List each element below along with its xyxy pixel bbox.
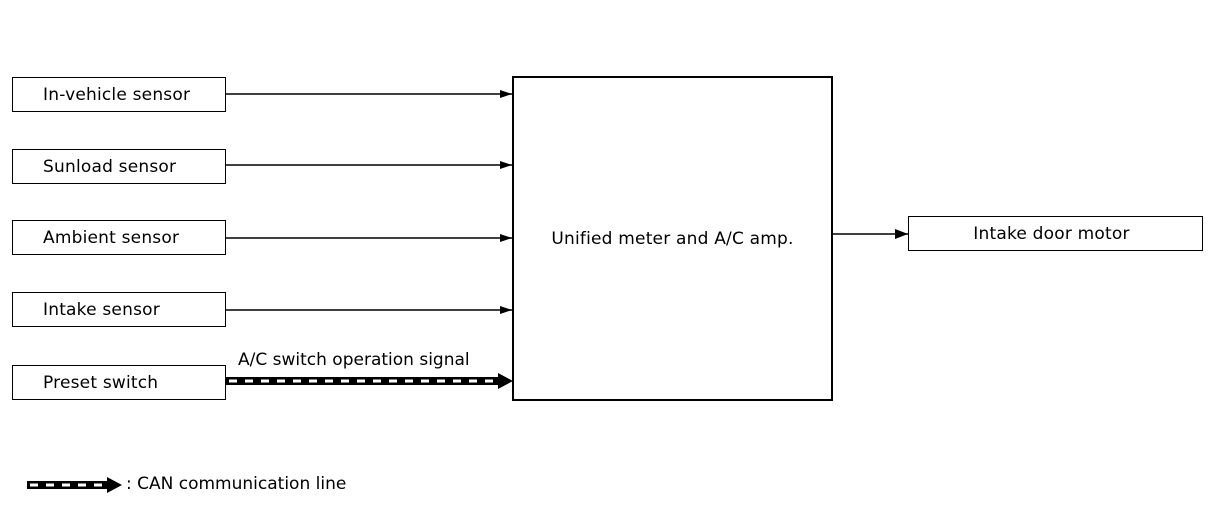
intake-door-motor-arrow xyxy=(895,229,908,239)
ambient-sensor-box: Ambient sensor xyxy=(12,220,226,255)
in-vehicle-sensor-box: In-vehicle sensor xyxy=(12,77,226,112)
preset-switch-label: Preset switch xyxy=(43,372,159,393)
sunload-sensor-box: Sunload sensor xyxy=(12,149,226,184)
intake-sensor-box: Intake sensor xyxy=(12,292,226,327)
intake-sensor-label: Intake sensor xyxy=(43,299,160,320)
preset-switch-box: Preset switch xyxy=(12,365,226,400)
legend-can-line-icon xyxy=(27,477,122,493)
ambient-sensor-arrow xyxy=(500,234,512,242)
preset-switch-can-line xyxy=(226,373,513,389)
sunload-sensor-label: Sunload sensor xyxy=(43,156,177,177)
in-vehicle-sensor-label: In-vehicle sensor xyxy=(43,84,191,105)
ac-switch-operation-signal-label: A/C switch operation signal xyxy=(238,350,470,370)
intake-door-motor-box: Intake door motor xyxy=(908,216,1203,251)
unified-meter-ac-amp-box: Unified meter and A/C amp. xyxy=(512,76,833,401)
legend-can-line-text: : CAN communication line xyxy=(126,474,347,494)
unified-meter-ac-amp-label: Unified meter and A/C amp. xyxy=(551,228,794,249)
sunload-sensor-arrow xyxy=(500,161,512,169)
ambient-sensor-label: Ambient sensor xyxy=(43,227,180,248)
in-vehicle-sensor-arrow xyxy=(500,90,512,98)
intake-door-motor-label: Intake door motor xyxy=(973,223,1130,244)
intake-sensor-arrow xyxy=(500,306,512,314)
